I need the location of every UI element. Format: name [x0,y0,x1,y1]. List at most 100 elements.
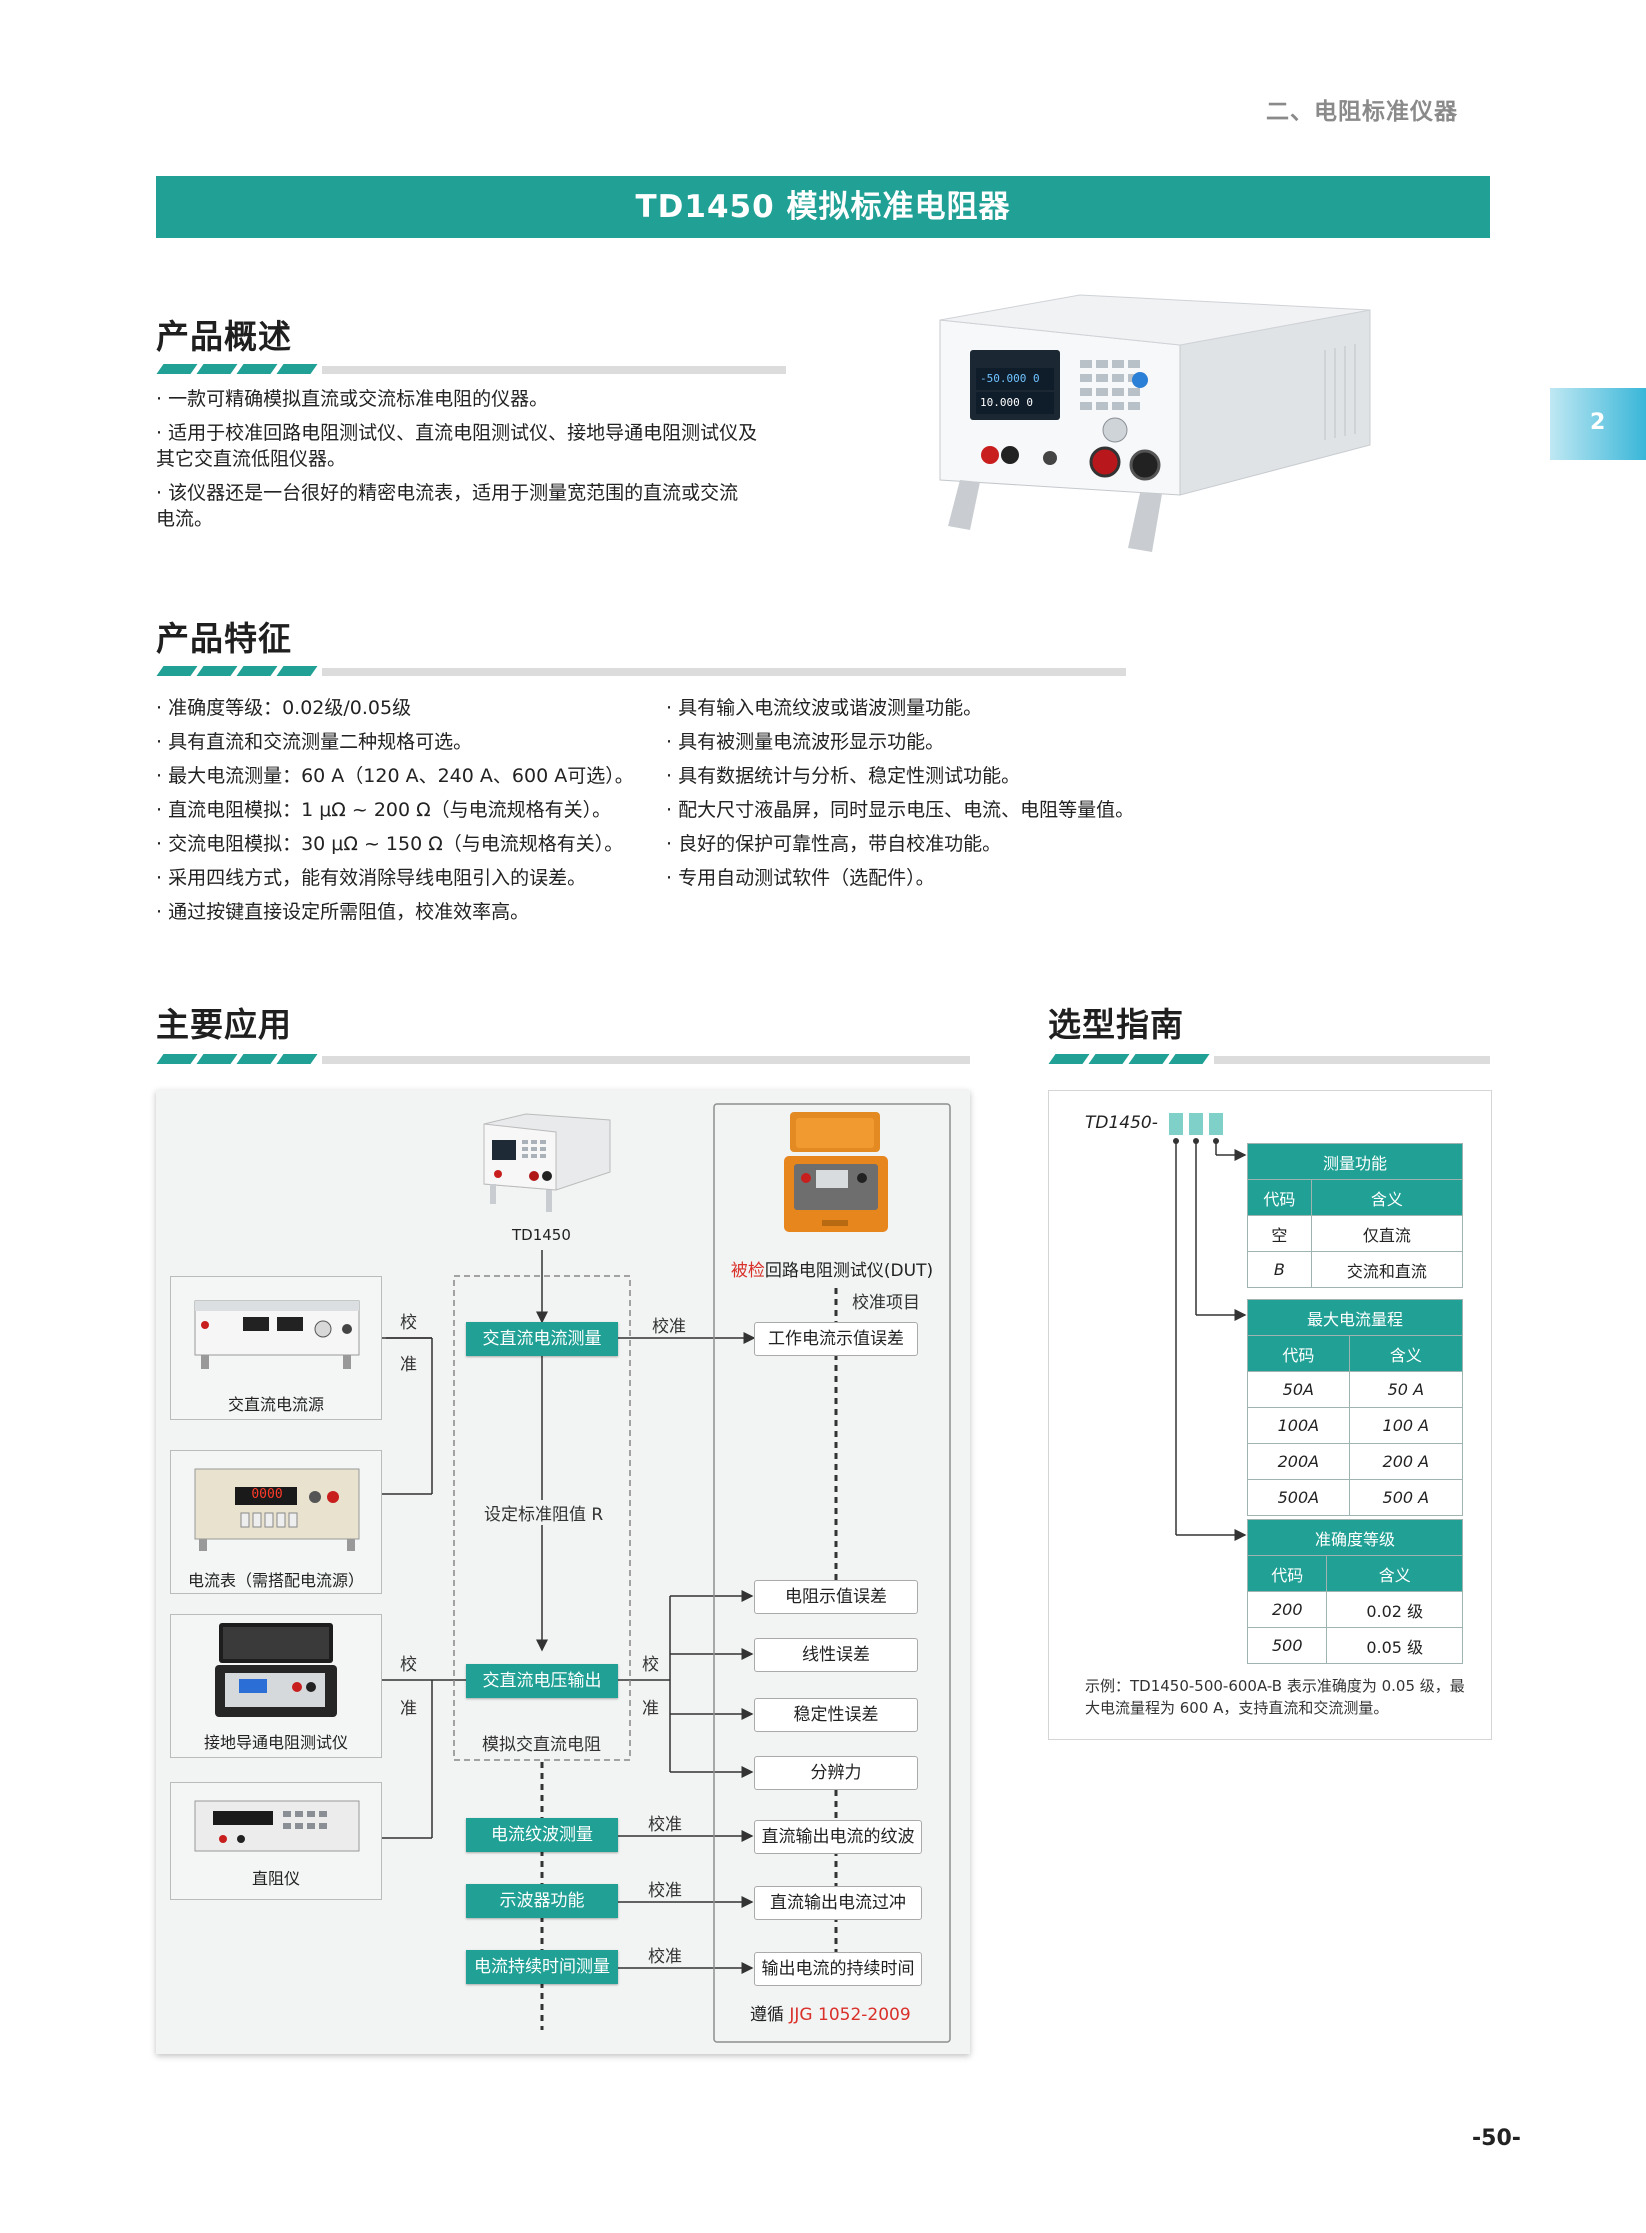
device-box-ammeter: 0000 电流表（需搭配电流源） [170,1450,382,1594]
feature-item: · 准确度等级：0.02级/0.05级 [156,697,412,719]
col-code: 代码 [1247,1179,1312,1216]
overview-line-3: 其它交直流低阻仪器。 [156,448,347,470]
feature-item: · 采用四线方式，能有效消除导线电阻引入的误差。 [156,867,587,889]
item-dc-ripple: 直流输出电流的纹波 [754,1820,922,1854]
item-resolution: 分辨力 [754,1756,918,1790]
device-box-resistance-meter: 直阻仪 [170,1782,382,1900]
table-cell: 0.05 级 [1326,1627,1463,1664]
calib-label-v1: 校 [642,1655,659,1675]
overview-line-5: 电流。 [156,508,214,530]
device-box-ground-tester: 接地导通电阻测试仪 [170,1614,382,1758]
device-caption: 接地导通电阻测试仪 [203,1733,348,1752]
function-ac-dc-voltage-output: 交直流电压输出 [466,1664,618,1698]
standard-prefix: 遵循 [750,2005,784,2025]
feature-item: · 具有数据统计与分析、稳定性测试功能。 [666,765,1021,787]
col-meaning: 含义 [1310,1179,1464,1216]
features-title: 产品特征 [156,619,292,658]
overview-title: 产品概述 [156,317,292,356]
table-cell: B [1247,1251,1312,1288]
selection-example-line-1: 示例：TD1450-500-600A-B 表示准确度为 0.05 级，最 [1085,1677,1465,1695]
table-cell: 200 A [1348,1443,1464,1480]
table-cell: 50A [1247,1371,1350,1408]
code-slot [1189,1113,1203,1135]
ammeter-display: 0000 [251,1487,283,1502]
feature-item: · 最大电流测量：60 A（120 A、240 A、600 A可选）。 [156,765,634,787]
calib-label-v2: 准 [400,1355,417,1375]
calib-items-label: 校准项目 [852,1293,920,1313]
td1450-thumbnail [476,1112,616,1222]
col-meaning: 含义 [1326,1555,1463,1592]
table-title: 准确度等级 [1247,1519,1463,1556]
feature-item: · 直流电阻模拟：1 μΩ ~ 200 Ω（与电流规格有关）。 [156,799,612,821]
table-cell: 空 [1247,1215,1312,1252]
td1450-label: TD1450 [512,1226,571,1244]
set-resistance-label: 设定标准阻值 R [482,1500,606,1525]
item-stability-error: 稳定性误差 [754,1698,918,1732]
calib-label: 校准 [648,1815,682,1835]
feature-item: · 具有被测量电流波形显示功能。 [666,731,945,753]
selection-example-line-2: 大电流量程为 600 A，支持直流和交流测量。 [1085,1699,1389,1717]
function-oscilloscope: 示波器功能 [466,1884,618,1918]
item-resistance-error: 电阻示值误差 [754,1580,918,1614]
function-duration-measure: 电流持续时间测量 [466,1950,618,1984]
device-caption: 交直流电流源 [227,1395,324,1414]
calib-label: 校准 [648,1947,682,1967]
display-reading-1: -50.000 0 [980,372,1040,385]
table-title: 测量功能 [1247,1143,1463,1180]
item-output-duration: 输出电流的持续时间 [754,1952,922,1986]
application-diagram: TD1450 被检回路电阻测试仪(DUT) 校准项目 交直流电流源 [156,1090,970,2054]
item-linearity-error: 线性误差 [754,1638,918,1672]
col-meaning: 含义 [1348,1335,1464,1372]
overview-line-2: · 适用于校准回路电阻测试仪、直流电阻测试仪、接地导通电阻测试仪及 [156,422,758,444]
table-cell: 仅直流 [1310,1215,1464,1252]
table-cell: 200 [1246,1591,1328,1628]
col-code: 代码 [1246,1555,1328,1592]
dut-label: 被检回路电阻测试仪(DUT) [722,1256,942,1281]
dut-prefix: 被检 [730,1261,765,1281]
table-cell: 0.02 级 [1326,1591,1463,1628]
overview-line-4: · 该仪器还是一台很好的精密电流表，适用于测量宽范围的直流或交流 [156,482,739,504]
feature-item: · 专用自动测试软件（选配件）。 [666,867,935,889]
device-box-ac-dc-source: 交直流电流源 [170,1276,382,1420]
title-banner [156,176,1490,238]
calib-label-v1: 校 [400,1655,417,1675]
side-tab [1550,388,1646,460]
calib-label: 校准 [652,1317,686,1337]
simulate-resistance-label: 模拟交直流电阻 [482,1735,601,1755]
dut-name: 回路电阻测试仪(DUT) [764,1261,934,1281]
feature-item: · 配大尺寸液晶屏，同时显示电压、电流、电阻等量值。 [666,799,1135,821]
function-ripple-measure: 电流纹波测量 [466,1818,618,1852]
overview-line-1: · 一款可精确模拟直流或交流标准电阻的仪器。 [156,388,549,410]
feature-item: · 具有输入电流纹波或谐波测量功能。 [666,697,983,719]
table-cell: 500 A [1348,1479,1464,1516]
function-ac-dc-current-measure: 交直流电流测量 [466,1322,618,1356]
feature-item: · 交流电阻模拟：30 μΩ ~ 150 Ω（与电流规格有关）。 [156,833,624,855]
col-code: 代码 [1247,1335,1350,1372]
table-cell: 50 A [1348,1371,1464,1408]
device-caption: 直阻仪 [251,1869,300,1888]
page-number: -50- [1472,2126,1521,2151]
selection-title: 选型指南 [1048,1005,1184,1044]
applications-title: 主要应用 [156,1005,292,1044]
features-decoration [156,666,1126,676]
table-cell: 200A [1247,1443,1350,1480]
overview-decoration [156,364,786,374]
table-cell: 500A [1247,1479,1350,1516]
code-slot [1209,1113,1223,1135]
feature-item: · 具有直流和交流测量二种规格可选。 [156,731,473,753]
model-prefix: TD1450- [1085,1113,1158,1133]
side-tab-number: 2 [1590,410,1606,435]
code-slot [1169,1113,1183,1135]
device-caption: 电流表（需搭配电流源） [187,1571,364,1590]
item-dc-overshoot: 直流输出电流过冲 [754,1886,922,1920]
item-working-current-error: 工作电流示值误差 [754,1322,918,1356]
product-image: -50.000 0 10.000 0 [930,290,1380,610]
page-title: TD1450 模拟标准电阻器 [635,189,1011,225]
table-cell: 500 [1246,1627,1328,1664]
display-reading-2: 10.000 0 [980,396,1033,409]
calib-label-v2: 准 [400,1699,417,1719]
